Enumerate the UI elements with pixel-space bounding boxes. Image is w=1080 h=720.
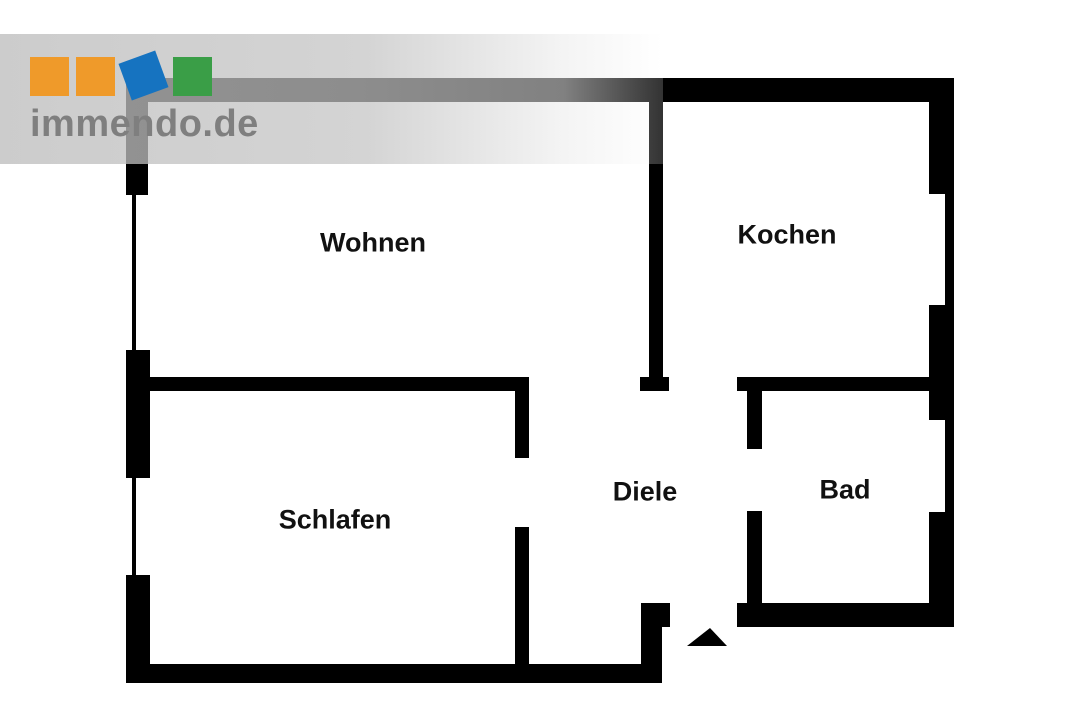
room-label-bad: Bad [819,474,871,505]
wall-bottom [126,664,662,683]
room-label-wohnen: Wohnen [320,227,426,258]
wall-right-window-2 [945,420,954,512]
logo-square-green [173,57,212,96]
wall-schlafen-diele-lower [515,527,529,683]
watermark-band [0,34,663,164]
wall-left-window-2 [132,478,136,575]
wall-wohnen-schlafen [126,377,529,391]
wall-bad-bottom [737,603,954,627]
logo-square-orange-2 [76,57,115,96]
walls [126,78,954,683]
logo-mark [30,50,215,101]
wall-left-2 [126,350,150,478]
wall-right-2 [929,305,954,420]
wall-diele-bad-upper [747,377,762,449]
wall-entrance-cap [641,603,670,627]
room-label-kochen: Kochen [737,219,837,250]
logo-square-orange-1 [30,57,69,96]
entrance-arrow-icon [687,628,727,646]
logo-text: immendo.de [30,103,259,145]
wall-wohnen-kochen-end [640,377,669,391]
wall-kochen-bad [737,377,954,391]
wall-schlafen-diele-upper [515,377,529,458]
wall-diele-bad-lower [747,511,762,627]
logo-square-blue [118,50,169,101]
room-label-diele: Diele [612,476,678,507]
wall-left-window-1 [132,195,136,350]
wall-right-1 [929,78,954,194]
wall-right-window-1 [945,194,954,305]
room-label-schlafen: Schlafen [278,504,392,535]
